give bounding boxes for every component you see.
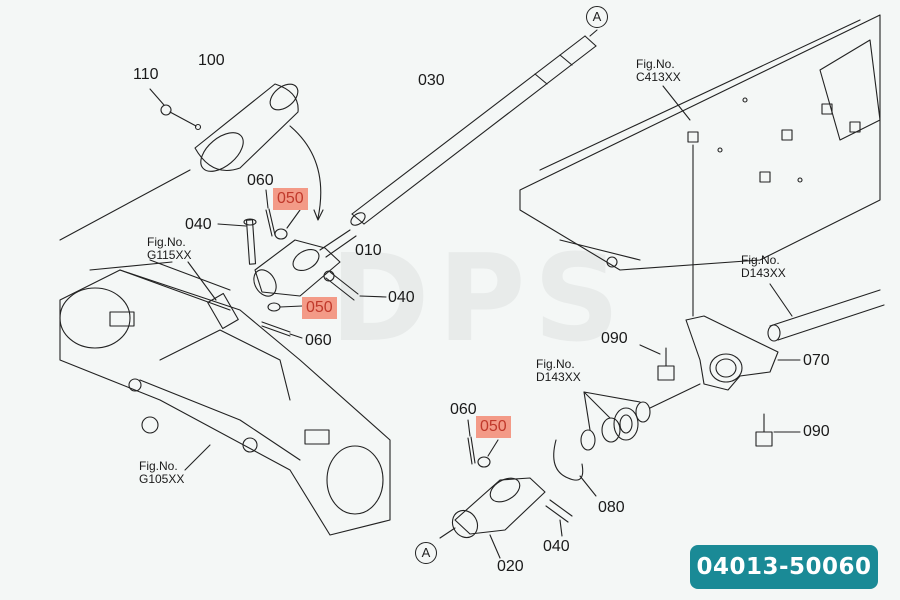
label-100: 100 bbox=[198, 52, 225, 69]
bracket-070 bbox=[685, 315, 801, 391]
shaft-030 bbox=[350, 35, 597, 226]
part-number-badge: 04013-50060 bbox=[690, 545, 878, 589]
label-030: 030 bbox=[418, 72, 445, 89]
figref-c413: Fig.No. C413XX bbox=[636, 58, 681, 84]
frame-c413 bbox=[519, 14, 881, 271]
label-010: 010 bbox=[355, 242, 382, 259]
split-pin-060-upper bbox=[265, 189, 276, 237]
joint-010 bbox=[253, 229, 357, 297]
washer-050-lower bbox=[477, 456, 491, 468]
figref-c413-text: Fig.No. C413XX bbox=[636, 57, 681, 84]
label-040-lower: 040 bbox=[543, 538, 570, 555]
figref-g105-text: Fig.No. G105XX bbox=[139, 459, 185, 486]
label-050-upper: 050 bbox=[273, 188, 308, 210]
label-090-right: 090 bbox=[803, 423, 830, 440]
marker-a-bottom: A bbox=[415, 542, 437, 564]
snap-ring-080 bbox=[553, 439, 597, 497]
washer-050-mid bbox=[267, 302, 281, 312]
label-050-lower: 050 bbox=[476, 416, 511, 438]
housing-g105 bbox=[59, 169, 391, 536]
label-060-upper: 060 bbox=[247, 172, 274, 189]
label-060-mid: 060 bbox=[305, 332, 332, 349]
label-050-mid: 050 bbox=[302, 297, 337, 319]
figref-g115: Fig.No. G115XX bbox=[147, 236, 191, 262]
label-080: 080 bbox=[598, 499, 625, 516]
cover-100 bbox=[194, 83, 299, 172]
figref-g115-text: Fig.No. G115XX bbox=[147, 235, 192, 262]
joint-020 bbox=[439, 477, 546, 559]
label-090-left: 090 bbox=[601, 330, 628, 347]
washer-050-upper bbox=[274, 228, 288, 240]
label-070: 070 bbox=[803, 352, 830, 369]
shaft-d143 bbox=[767, 283, 885, 342]
label-020: 020 bbox=[497, 558, 524, 575]
label-060-lower: 060 bbox=[450, 401, 477, 418]
figref-d143-right: Fig.No. D143XX bbox=[741, 254, 786, 280]
figref-d143-bearing-text: Fig.No. D143XX bbox=[536, 357, 581, 384]
pin-040-upper bbox=[217, 218, 257, 265]
bolt-090-left bbox=[639, 344, 675, 381]
label-040-upper: 040 bbox=[185, 216, 212, 233]
marker-a-top: A bbox=[586, 6, 608, 28]
figref-d143-right-text: Fig.No. D143XX bbox=[741, 253, 786, 280]
figref-g105: Fig.No. G105XX bbox=[139, 460, 184, 486]
bolt-090-right bbox=[755, 413, 801, 447]
split-pin-060-mid bbox=[261, 321, 303, 339]
pin-040-lower bbox=[545, 499, 573, 537]
label-040-right: 040 bbox=[388, 289, 415, 306]
split-pin-060-lower bbox=[467, 419, 476, 465]
watermark: DPS bbox=[330, 230, 628, 369]
bolt-110 bbox=[149, 88, 197, 127]
figref-d143-bearing: Fig.No. D143XX bbox=[536, 358, 581, 384]
bolt-040-right bbox=[323, 270, 387, 301]
label-110: 110 bbox=[133, 66, 159, 83]
bearing-set bbox=[580, 383, 701, 451]
